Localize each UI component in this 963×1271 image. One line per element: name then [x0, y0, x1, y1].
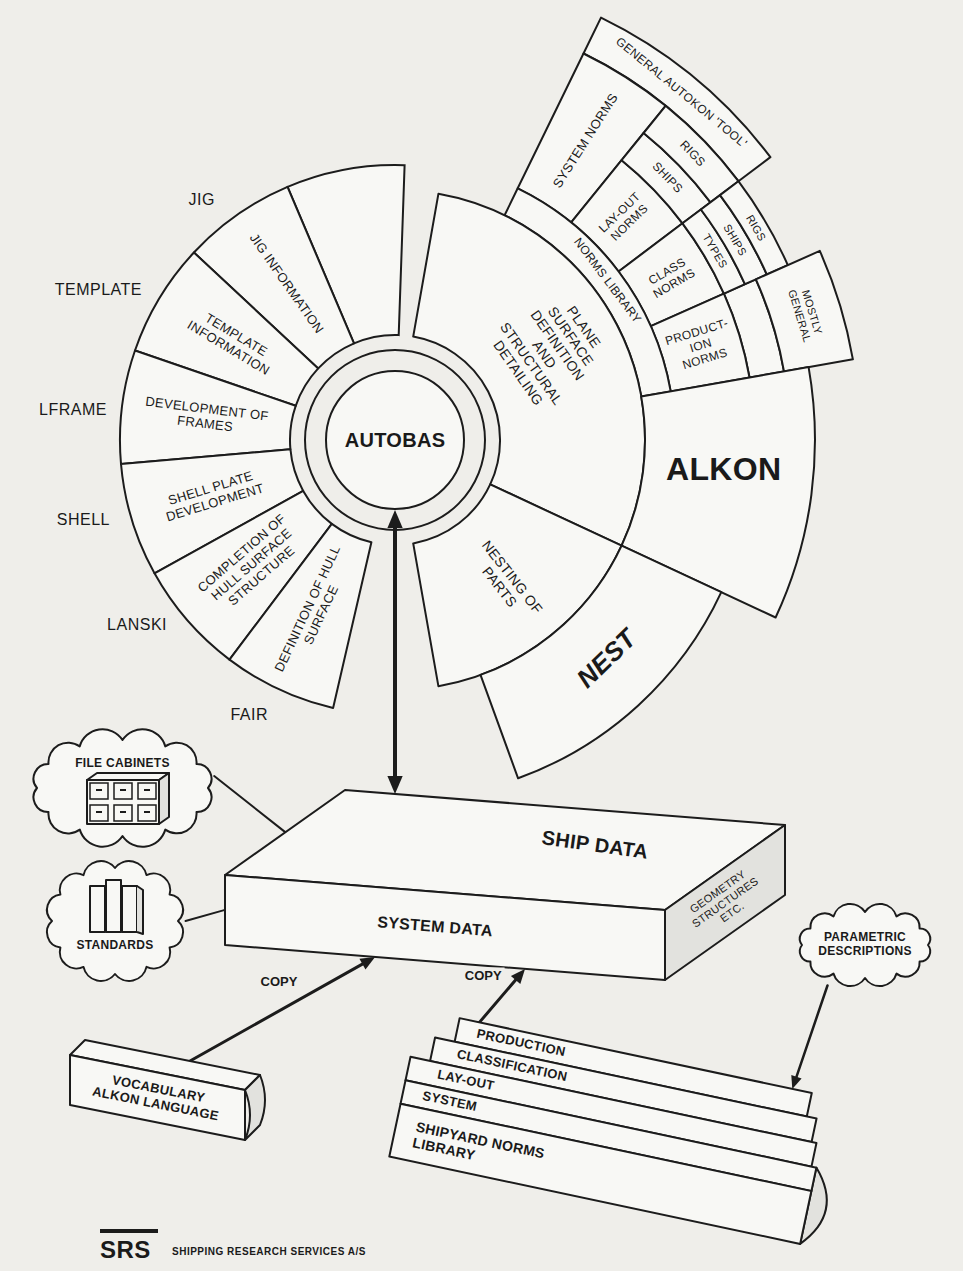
program-label: JIG: [189, 191, 215, 209]
program-label: LFRAME: [39, 401, 107, 419]
book-spine: [665, 825, 785, 980]
cloud-shape: FILE CABINETS: [25, 728, 220, 848]
wheel-segment: NEST: [478, 543, 724, 781]
wheel-segment: DEFINITION OF HULL SURFACE: [227, 521, 374, 710]
cloud-outline: [800, 904, 930, 986]
cabinet-drawer: [138, 783, 156, 799]
connector: [190, 957, 375, 1061]
node-outline: [225, 790, 785, 985]
arrow-head: [511, 969, 525, 984]
drawer-handle: [96, 811, 102, 813]
arrow-head: [791, 1075, 801, 1089]
edge-label: COPY: [258, 974, 301, 989]
arrow-head: [387, 510, 402, 528]
book-shape: SHIP DATASYSTEM DATAGEOMETRY STRUCTURES …: [225, 790, 785, 985]
drawer-handle: [120, 811, 126, 813]
book-icon-side: [137, 886, 143, 934]
book-icon: [106, 880, 121, 932]
book-icon: [122, 886, 137, 932]
cloud-shape: PARAMETRIC DESCRIPTIONS: [790, 900, 940, 990]
segment-outline: [413, 194, 645, 546]
connector-line: [214, 776, 285, 832]
cabinet-side: [159, 773, 169, 824]
cabinet-front: [87, 780, 159, 824]
node-text: PARAMETRIC DESCRIPTIONS: [810, 931, 920, 959]
arrow-head: [359, 957, 375, 970]
node-outline: [40, 856, 190, 986]
cabinet-top: [87, 773, 169, 780]
wheel-segment: DEVELOPMENT OF FRAMES: [118, 348, 298, 466]
book-front: [389, 1104, 811, 1244]
segment-outline: [481, 546, 722, 779]
segment-outline: [644, 106, 739, 203]
logo-bar: [100, 1229, 158, 1233]
drawer-handle: [120, 789, 126, 791]
node-text: AUTOBAS: [330, 429, 460, 452]
connector: [387, 510, 402, 794]
cabinet-drawer: [90, 805, 108, 821]
node-text: FILE CABINETS: [58, 757, 188, 771]
logo-text: SRS: [100, 1236, 151, 1264]
wheel-segment: RIGS: [718, 179, 790, 277]
program-label: FAIR: [230, 706, 268, 724]
segment-outline: [120, 351, 296, 465]
cloud-outline: [47, 861, 183, 981]
connector-line: [479, 978, 517, 1023]
company-name: SHIPPING RESEARCH SERVICES A/S: [172, 1246, 366, 1257]
cabinet-drawer: [138, 805, 156, 821]
connector-line: [796, 986, 828, 1080]
hub-circle: AUTOBAS: [325, 370, 465, 510]
program-label: TEMPLATE: [55, 281, 142, 299]
book-front: [70, 1055, 245, 1140]
connector-line: [393, 524, 397, 779]
node-text: STANDARDS: [60, 939, 170, 953]
book-icon: [90, 886, 105, 932]
connector: [186, 910, 226, 921]
drawer-handle: [96, 789, 102, 791]
segment-outline: [720, 181, 788, 274]
cabinet-drawer: [114, 805, 132, 821]
book-spine: [245, 1075, 265, 1140]
node-text: ALKON: [654, 450, 794, 487]
cloud-shape: STANDARDS: [40, 856, 190, 986]
segment-outline: [230, 524, 372, 708]
connector: [214, 776, 285, 832]
cloud-outline: [34, 729, 212, 847]
wheel-segment: MOSTLY GENERAL: [753, 248, 855, 374]
connector-line: [186, 910, 226, 921]
hub-circle-outline: [326, 371, 464, 509]
book-shape: PRODUCTIONCLASSIFICATIONLAY-OUTSYSTEMSHI…: [389, 1010, 860, 1250]
segment-outline: [756, 251, 853, 372]
cabinet-drawer: [114, 783, 132, 799]
program-label: LANSKI: [107, 616, 167, 634]
book-front: [225, 875, 665, 980]
cabinet-drawer: [90, 783, 108, 799]
node-outline: [25, 728, 220, 848]
edge-label: COPY: [462, 967, 505, 982]
arrow-head: [387, 776, 402, 794]
book-shape: VOCABULARY ALKON LANGUAGE: [70, 1040, 270, 1145]
drawer-handle: [144, 789, 150, 791]
connector-line: [190, 963, 365, 1061]
connector: [791, 986, 827, 1089]
drawer-handle: [144, 811, 150, 813]
program-label: SHELL: [57, 511, 110, 529]
wheel-segment: PLANE SURFACE DEFINITION AND STRUCTURAL …: [411, 191, 647, 548]
hub-ring: [305, 350, 485, 530]
